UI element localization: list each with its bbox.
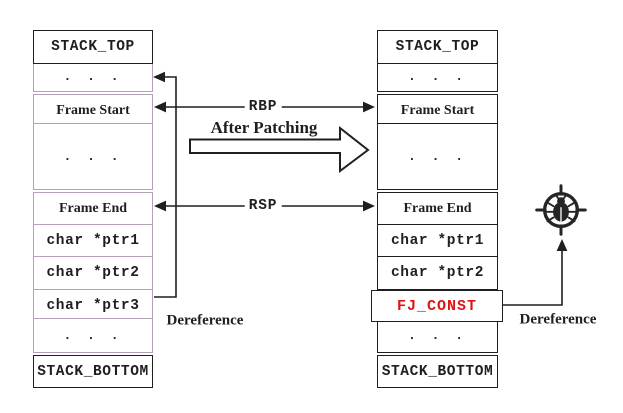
stack-row-frame-start: Frame Start bbox=[33, 94, 153, 127]
left-stack: STACK_TOP . . . Frame Start . . . Frame … bbox=[33, 30, 153, 388]
stack-row-ellipsis: . . . bbox=[377, 123, 498, 190]
stack-row-stack-top: STACK_TOP bbox=[33, 30, 153, 64]
stack-row-frame-end: Frame End bbox=[33, 192, 153, 225]
stack-row-ellipsis: . . . bbox=[377, 60, 498, 92]
dereference-right-arrow bbox=[503, 239, 568, 306]
right-stack: STACK_TOP . . . Frame Start . . . Frame … bbox=[377, 30, 498, 388]
stack-row-stack-bottom: STACK_BOTTOM bbox=[377, 355, 498, 388]
dereference-left-arrow bbox=[153, 71, 177, 298]
rsp-label: RSP bbox=[244, 198, 282, 214]
stack-row-ellipsis: . . . bbox=[33, 318, 153, 353]
stack-row-ptr2: char *ptr2 bbox=[377, 256, 498, 290]
stack-row-ptr1: char *ptr1 bbox=[33, 224, 153, 257]
stack-row-stack-top: STACK_TOP bbox=[377, 30, 498, 64]
stack-row-ptr2: char *ptr2 bbox=[33, 256, 153, 290]
stack-row-ellipsis: . . . bbox=[33, 123, 153, 190]
after-patching-block-arrow bbox=[189, 125, 370, 173]
dereference-right-label: Dereference bbox=[519, 311, 597, 328]
bug-target-icon bbox=[535, 184, 587, 236]
stack-row-frame-end: Frame End bbox=[377, 192, 498, 225]
stack-row-ellipsis: . . . bbox=[377, 318, 498, 353]
stack-row-ellipsis: . . . bbox=[33, 60, 153, 92]
stack-row-ptr1: char *ptr1 bbox=[377, 224, 498, 257]
stack-row-stack-bottom: STACK_BOTTOM bbox=[33, 355, 153, 388]
rbp-label: RBP bbox=[244, 99, 282, 115]
stack-row-ptr3: char *ptr3 bbox=[33, 289, 153, 322]
dereference-left-label: Dereference bbox=[166, 312, 244, 329]
fj-const-box: FJ_CONST bbox=[371, 290, 503, 322]
after-patching-label: After Patching bbox=[210, 118, 318, 137]
bug-glyph bbox=[545, 193, 577, 223]
